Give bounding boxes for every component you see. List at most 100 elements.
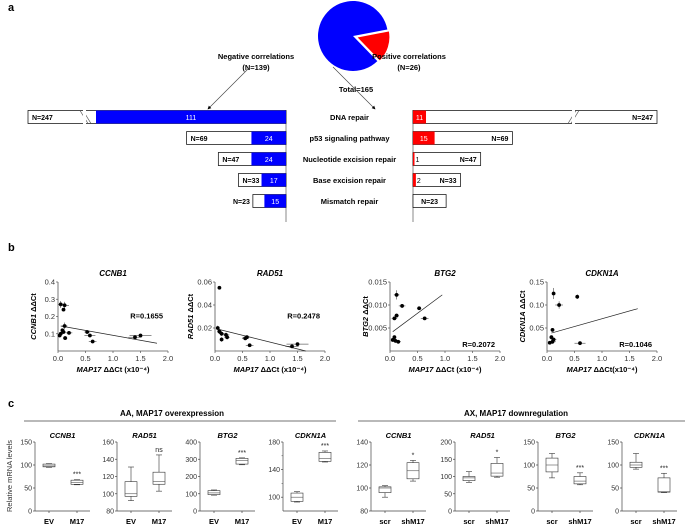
x-tick-label: 1.5 (624, 354, 634, 363)
pathway-label: p53 signaling pathway (309, 134, 390, 143)
y-tick-label: 80 (106, 509, 114, 516)
y-tick-label: 0 (615, 509, 619, 516)
y-tick-label: 200 (185, 474, 197, 481)
box (42, 463, 56, 468)
fit-line (392, 294, 443, 332)
value-label-negative: 24 (265, 136, 273, 143)
data-point (215, 326, 220, 330)
axis-break-gap (83, 109, 86, 125)
x-tick-label: 2.0 (163, 354, 173, 363)
x-tick-label: 0.5 (412, 354, 422, 363)
data-point (547, 340, 552, 345)
significance-label: * (496, 450, 499, 457)
x-tick-label: 1.5 (292, 354, 302, 363)
x-tick-label: EV (126, 517, 136, 526)
y-tick-label: 0.04 (197, 301, 212, 310)
value-bar-negative (251, 152, 286, 166)
scatter-title: BTG2 (434, 269, 456, 278)
y-tick-label: 0 (448, 509, 452, 516)
data-point (578, 341, 582, 346)
x-tick-label: 1.5 (467, 354, 477, 363)
y-tick-label: 0.015 (368, 278, 387, 287)
data-point (295, 342, 300, 346)
y-tick-label: 0.05 (529, 324, 544, 333)
value-bar-positive (413, 152, 415, 166)
x-tick-label: scr (546, 517, 557, 526)
y-tick-label: 150 (523, 440, 535, 447)
x-tick-label: 2.0 (320, 354, 330, 363)
data-point (219, 337, 224, 342)
x-tick-label: 2.0 (652, 354, 662, 363)
value-label-positive: 1 (415, 157, 419, 164)
y-tick-label: 0 (531, 509, 535, 516)
y-tick-label: 200 (440, 440, 452, 447)
total-bar-positive (412, 110, 658, 124)
data-point (219, 331, 224, 336)
total-bar-positive (412, 194, 447, 208)
data-point (575, 294, 580, 299)
x-tick-label: M17 (70, 517, 85, 526)
x-tick-label: 1.0 (440, 354, 450, 363)
x-tick-label: shM17 (652, 517, 675, 526)
pie-slice-negative (318, 1, 388, 72)
total-label-positive: N=33 (440, 178, 457, 185)
total-label-negative: N=33 (242, 178, 259, 185)
data-point (62, 303, 67, 308)
boxplot-title: CDKN1A (295, 431, 326, 440)
arrow-positive (332, 66, 376, 110)
pie-total-label: Total=165 (339, 85, 373, 94)
data-point (225, 335, 230, 340)
box (124, 481, 138, 497)
group-title-downregulation: AX, MAP17 downregulation (464, 409, 568, 418)
y-tick-label: 0.4 (45, 278, 55, 287)
total-label-negative: N=47 (222, 157, 239, 164)
boxplot-title: BTG2 (217, 431, 238, 440)
x-tick-label: 1.0 (108, 354, 118, 363)
x-tick-label: shM17 (485, 517, 508, 526)
value-bar-negative (261, 173, 286, 187)
data-point (247, 343, 252, 348)
negative-correlations-count: (N=139) (242, 63, 270, 72)
box (318, 452, 332, 462)
x-tick-label: EV (44, 517, 54, 526)
x-axis-label: MAP17 ΔΔCt (x10⁻⁴) (76, 365, 150, 374)
y-tick-label: 400 (185, 440, 197, 447)
pathway-label: Base excision repair (313, 176, 386, 185)
data-point (67, 330, 71, 335)
value-label-positive: 15 (420, 136, 428, 143)
data-point (550, 327, 555, 332)
data-point (290, 344, 294, 349)
value-label-negative: 17 (270, 178, 278, 185)
data-point (245, 335, 249, 340)
y-tick-label: 0 (28, 509, 32, 516)
boxplot-title: CCNB1 (386, 431, 412, 440)
arrow-negative (207, 66, 251, 110)
value-bar-negative (251, 131, 286, 145)
scatter-title: CDKN1A (585, 269, 619, 278)
y-tick-label: 0.010 (368, 301, 387, 310)
total-label-negative: N=23 (233, 199, 250, 206)
total-label-negative: N=247 (32, 115, 53, 122)
y-tick-label: 0.2 (45, 312, 55, 321)
data-point (133, 335, 137, 340)
y-tick-label: 100 (185, 491, 197, 498)
group-title-overexpression: AA, MAP17 overexpression (120, 409, 224, 418)
y-tick-label: 120 (356, 463, 368, 470)
x-tick-label: shM17 (401, 517, 424, 526)
data-point (85, 330, 90, 334)
box (235, 458, 249, 465)
boxplot-title: BTG2 (555, 431, 576, 440)
y-tick-label: 120 (102, 474, 114, 481)
fit-line (551, 308, 638, 334)
positive-correlations-count: (N=26) (397, 63, 421, 72)
y-tick-label: 150 (607, 440, 619, 447)
correlation-label: R=0.2478 (287, 312, 320, 321)
value-bar-positive (413, 173, 416, 187)
significance-label: * (412, 452, 415, 459)
correlation-label: R=0.1046 (619, 340, 652, 349)
x-tick-label: M17 (318, 517, 333, 526)
